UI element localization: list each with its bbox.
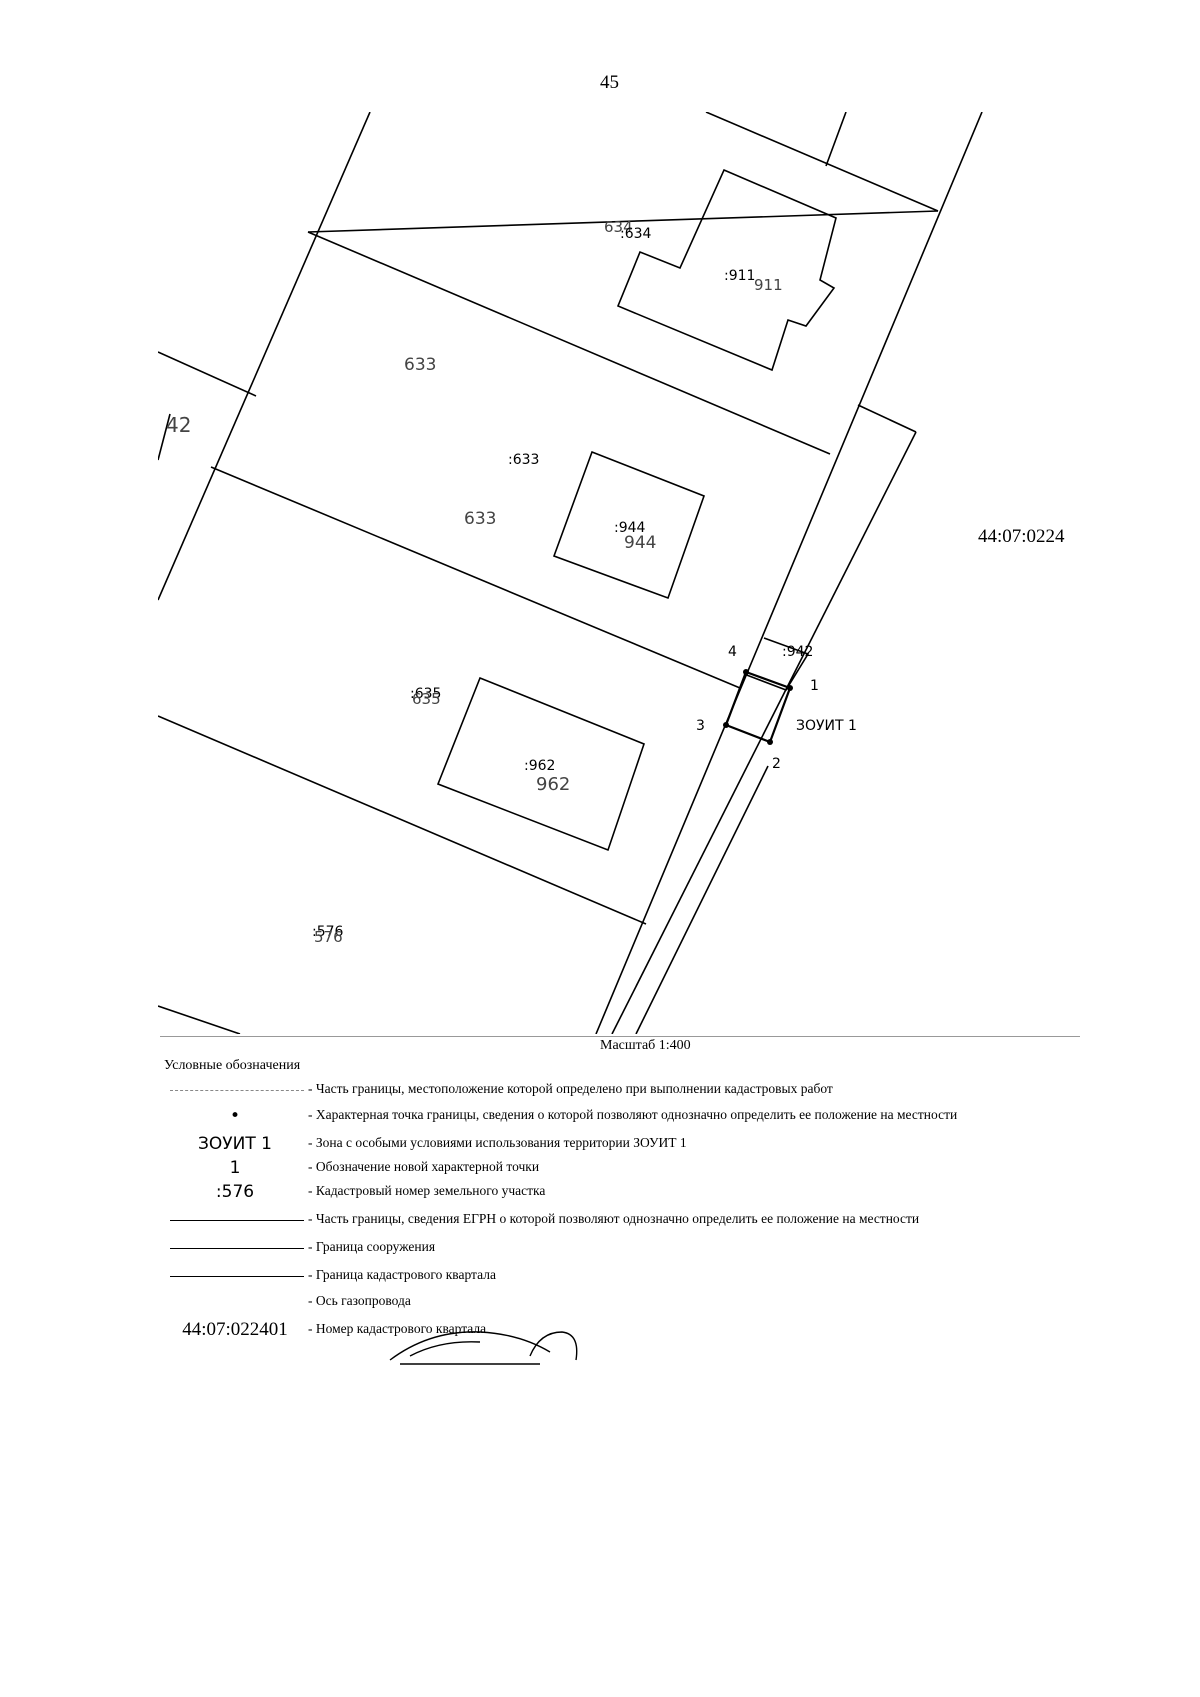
map-label: 944: [624, 533, 656, 553]
legend-description: - Граница кадастрового квартала: [308, 1267, 496, 1282]
strip-line: [635, 765, 769, 1034]
legend-item: - Граница сооружения: [160, 1236, 1120, 1260]
legend-title: Условные обозначения: [164, 1058, 301, 1073]
boundary-partial-42: [158, 413, 171, 461]
legend-item: ЗОУИТ 1 - Зона с особыми условиями испол…: [160, 1132, 1120, 1156]
legend-symbol-dashed-line: [160, 1078, 310, 1102]
legend-description: - Ось газопровода: [308, 1293, 411, 1308]
legend-item: - Ось газопровода: [160, 1290, 1120, 1314]
legend-symbol-cadastral-number: :576: [215, 1182, 255, 1202]
scale-label: Масштаб 1:400: [600, 1038, 691, 1053]
building-944: [552, 450, 706, 600]
map-label: :576: [312, 924, 344, 940]
map-label: 633: [404, 355, 436, 375]
point-marker: [743, 669, 749, 675]
legend-description: - Часть границы, местоположение которой …: [308, 1081, 833, 1096]
boundary-row-1: [307, 231, 831, 455]
legend-description: - Номер кадастрового квартала: [308, 1321, 487, 1336]
boundary-row-2: [210, 466, 741, 689]
legend-item: :576 - Кадастровый номер земельного учас…: [160, 1180, 1120, 1204]
zone-zouit-1: [724, 670, 792, 744]
legend-symbol-quarter-number: 44:07:022401: [182, 1319, 288, 1340]
parcel-942: [743, 637, 810, 691]
boundary-row-3: [158, 715, 647, 925]
map-label: 635: [412, 690, 441, 708]
building-962: [436, 676, 646, 852]
map-label: 576: [314, 928, 343, 946]
quarter-number-label: 44:07:0224: [978, 526, 1065, 547]
boundary-top-stub: [825, 112, 847, 167]
point-marker: [767, 739, 773, 745]
legend-symbol-zone: ЗОУИТ 1: [198, 1134, 272, 1154]
boundary-left: [158, 112, 371, 601]
legend-description: - Зона с особыми условиями использования…: [308, 1135, 687, 1150]
page-number: 45: [600, 72, 619, 93]
point-marker: [723, 722, 729, 728]
legend-symbol-gas-axis: [160, 1290, 310, 1314]
legend-symbol-new-point: 1: [229, 1158, 241, 1178]
boundary-row-1: [307, 210, 939, 233]
building-911: [616, 168, 837, 372]
strip-line: [857, 404, 917, 433]
legend-item: • - Характерная точка границы, сведения …: [160, 1104, 1120, 1128]
map-label: :911: [724, 268, 755, 284]
point-label: 2: [772, 756, 781, 772]
map-label: 911: [754, 276, 783, 294]
point-label: 4: [728, 644, 737, 660]
legend-symbol-structure-line: [160, 1236, 310, 1260]
stamp-fragment: [389, 1331, 578, 1365]
legend-item: 44:07:022401 - Номер кадастрового кварта…: [160, 1318, 1120, 1342]
legend-description: - Часть границы, сведения ЕГРН о которой…: [308, 1211, 920, 1226]
map-label: 42: [166, 413, 191, 437]
point-label: 1: [810, 678, 819, 694]
map-label: :633: [508, 452, 539, 468]
boundary-main: [595, 112, 983, 1034]
map-label: :942: [782, 644, 813, 660]
legend-item: - Часть границы, местоположение которой …: [160, 1078, 1120, 1102]
map-label: 962: [536, 774, 570, 795]
map-label: :944: [614, 520, 646, 536]
legend-symbol-solid-line: [160, 1208, 310, 1232]
boundary-top-right: [705, 112, 939, 212]
boundary-left-stub: [158, 351, 257, 397]
point-marker: [787, 685, 793, 691]
legend-item: 1 - Обозначение новой характерной точки: [160, 1156, 1120, 1180]
zone-label: ЗОУИТ 1: [796, 718, 857, 734]
map-label: 633: [464, 509, 496, 529]
map-label: :635: [410, 686, 441, 702]
map-label: :962: [524, 758, 555, 774]
legend-symbol-quarter-line: [160, 1264, 310, 1288]
legend-item: - Часть границы, сведения ЕГРН о которой…: [160, 1208, 1120, 1232]
map-label: :634: [620, 226, 652, 242]
boundary-bottom: [158, 1005, 241, 1034]
map-label: 634: [604, 218, 633, 236]
legend-description: - Характерная точка границы, сведения о …: [308, 1107, 958, 1122]
legend-description: - Граница сооружения: [308, 1239, 436, 1254]
legend-item: - Граница кадастрового квартала: [160, 1264, 1120, 1288]
legend-symbol-point: •: [229, 1106, 241, 1126]
legend-description: - Кадастровый номер земельного участка: [308, 1183, 546, 1198]
strip-line: [611, 431, 917, 1034]
legend-description: - Обозначение новой характерной точки: [308, 1159, 540, 1174]
cadastral-map: 634 :634 :911 911 633 42 :633 633 :944 9…: [158, 112, 1065, 1034]
point-label: 3: [696, 718, 705, 734]
scale-rule: [160, 1036, 1080, 1037]
